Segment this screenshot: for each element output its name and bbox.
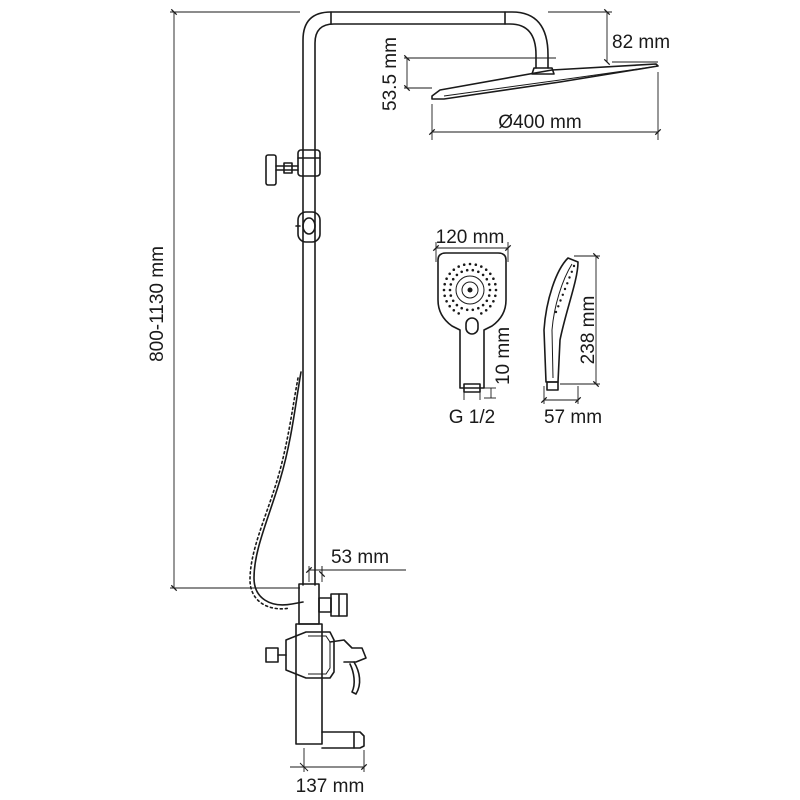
- nozzle-dot: [471, 268, 475, 272]
- shower-riser-pipe: [302, 11, 549, 586]
- hand-width-dimension: [432, 242, 512, 262]
- wall-bracket: [265, 154, 299, 186]
- head-thickness-label: 53.5 mm: [380, 37, 401, 111]
- nozzle-dot: [485, 277, 489, 281]
- spout-length-label: 137 mm: [296, 776, 365, 797]
- hand-shower-nozzles: [442, 262, 498, 315]
- nozzle-dot: [487, 294, 491, 297]
- nozzle-dot: [449, 294, 453, 297]
- mixer-body: [265, 623, 367, 745]
- nozzle-dot: [448, 288, 452, 292]
- side-hole-dot: [554, 310, 558, 314]
- wall-offset-dimension: [305, 566, 406, 582]
- side-hole-dot: [570, 270, 573, 273]
- nozzle-dot: [451, 299, 455, 303]
- nozzle-dot: [442, 288, 446, 292]
- nozzle-dot: [484, 309, 488, 312]
- nozzle-dot: [488, 288, 492, 292]
- hand-connector-dimension: [463, 387, 496, 400]
- nozzle-dot: [448, 272, 452, 276]
- nozzle-dot: [484, 268, 488, 272]
- nozzle-dot: [480, 312, 483, 315]
- nozzle-dot: [477, 270, 480, 274]
- nozzle-dot: [448, 304, 452, 308]
- nozzle-dot: [481, 303, 485, 307]
- nozzle-dot: [462, 263, 466, 267]
- hand-shower-side-holes: [554, 264, 576, 314]
- nozzle-dot: [489, 272, 492, 276]
- side-hole-dot: [568, 276, 571, 279]
- hand-shower-front: [437, 252, 507, 393]
- nozzle-dot: [460, 306, 464, 310]
- nozzle-dot: [492, 300, 495, 303]
- head-diameter-label: Ø400 mm: [498, 112, 581, 133]
- hand-length-label: 238 mm: [578, 296, 599, 365]
- nozzle-dot: [451, 277, 455, 281]
- nozzle-dot: [481, 273, 485, 277]
- nozzle-dot: [449, 283, 453, 286]
- head-diameter-dimension: [428, 72, 662, 140]
- nozzle-dot: [465, 268, 469, 272]
- hand-shower-holder: [295, 211, 321, 243]
- height-dimension: [170, 8, 300, 592]
- nozzle-dot: [492, 277, 495, 281]
- riser-collar: [297, 149, 321, 177]
- diverter: [298, 583, 348, 625]
- nozzle-dot: [494, 288, 498, 292]
- nozzle-dot: [457, 312, 461, 315]
- nozzle-dot: [494, 294, 497, 298]
- nozzle-dot: [485, 299, 489, 303]
- thread-label: G 1/2: [449, 407, 495, 428]
- hand-length-dimension: [560, 252, 600, 388]
- nozzle-dot: [460, 270, 464, 274]
- shower-hose: [249, 371, 304, 610]
- spout-length-dimension: [290, 748, 368, 772]
- nozzle-dot: [487, 283, 491, 286]
- hand-shower-side: [543, 257, 579, 391]
- nozzle-dot: [455, 303, 459, 307]
- hand-width-label: 120 mm: [436, 227, 505, 248]
- nozzle-dot: [471, 308, 475, 312]
- rain-shower-head: [431, 63, 659, 100]
- nozzle-dot: [468, 262, 472, 266]
- nozzle-dot: [452, 309, 456, 312]
- side-hole-dot: [561, 293, 564, 296]
- nozzle-dot: [477, 306, 480, 310]
- nozzle-dot: [465, 308, 469, 312]
- hand-connector-label: 10 mm: [493, 327, 514, 385]
- nozzle-dot: [443, 282, 447, 286]
- nozzle-dot: [452, 268, 456, 272]
- side-hole-dot: [572, 264, 576, 268]
- nozzle-dot: [457, 265, 461, 268]
- nozzle-dot: [480, 265, 483, 268]
- side-hole-dot: [559, 299, 562, 302]
- height-range-label: 800-1130 mm: [147, 246, 168, 362]
- nozzle-dot: [494, 282, 497, 286]
- nozzle-dot: [445, 300, 448, 303]
- head-height-label: 82 mm: [612, 32, 670, 53]
- nozzle-dot: [455, 273, 459, 277]
- nozzle-dot: [474, 263, 478, 267]
- side-hole-dot: [563, 287, 567, 291]
- nozzle-dot: [489, 304, 492, 308]
- hand-depth-dimension: [540, 386, 582, 404]
- bath-spout: [321, 731, 365, 749]
- wall-offset-label: 53 mm: [331, 547, 389, 568]
- side-hole-dot: [557, 305, 560, 308]
- head-height-dimension: [548, 8, 658, 66]
- nozzle-dot: [443, 294, 447, 298]
- hand-depth-label: 57 mm: [544, 407, 602, 428]
- head-thickness-dimension: [403, 54, 556, 92]
- nozzle-dot: [445, 277, 448, 281]
- side-hole-dot: [566, 282, 569, 285]
